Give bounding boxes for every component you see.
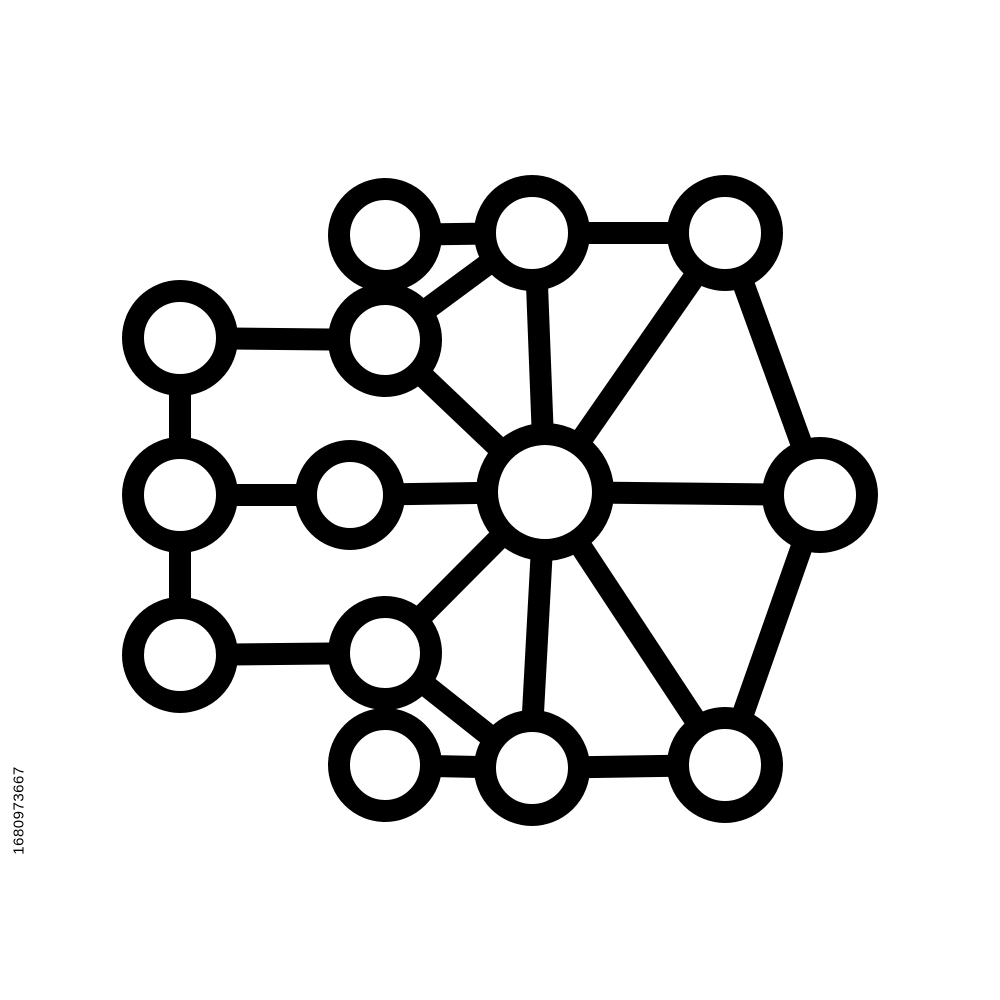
graph-hub-node bbox=[476, 423, 614, 561]
graph-node bbox=[295, 440, 405, 550]
stock-id-text: 1680973667 bbox=[10, 765, 28, 855]
graph-node bbox=[474, 175, 590, 291]
graph-node bbox=[667, 175, 783, 291]
graph-node bbox=[122, 597, 238, 713]
graph-node bbox=[328, 708, 442, 822]
stock-id-watermark: 1680973667 bbox=[4, 640, 34, 980]
graph-node bbox=[328, 283, 442, 397]
graph-node bbox=[667, 707, 783, 823]
graph-node bbox=[122, 437, 238, 553]
graph-node bbox=[474, 710, 590, 826]
graph-node bbox=[328, 178, 442, 292]
graph-node bbox=[328, 596, 442, 710]
graph-nodes bbox=[122, 175, 878, 826]
graph-node bbox=[762, 437, 878, 553]
graph-node bbox=[122, 280, 238, 396]
